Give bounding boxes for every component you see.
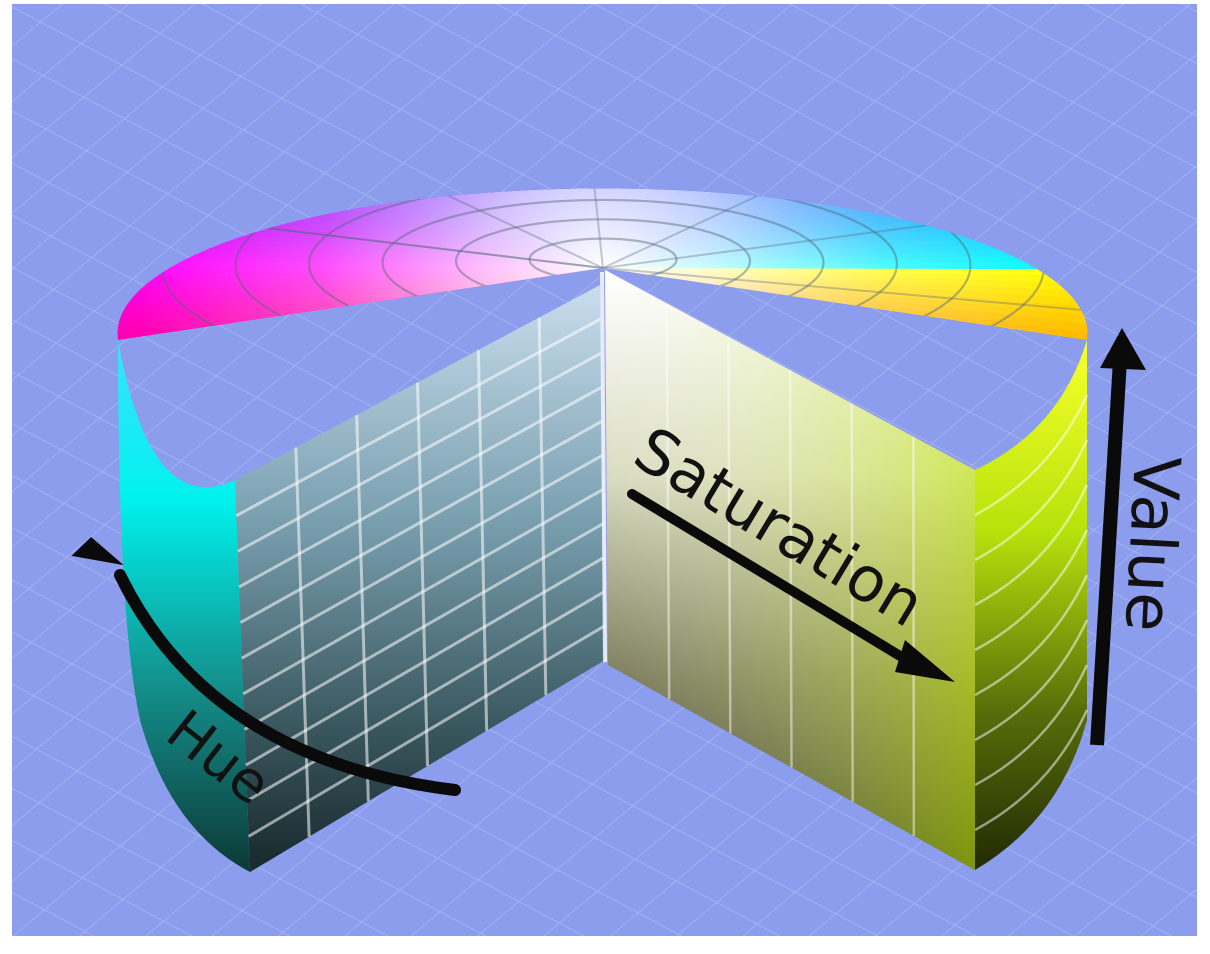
- value-label: Value: [1110, 454, 1193, 633]
